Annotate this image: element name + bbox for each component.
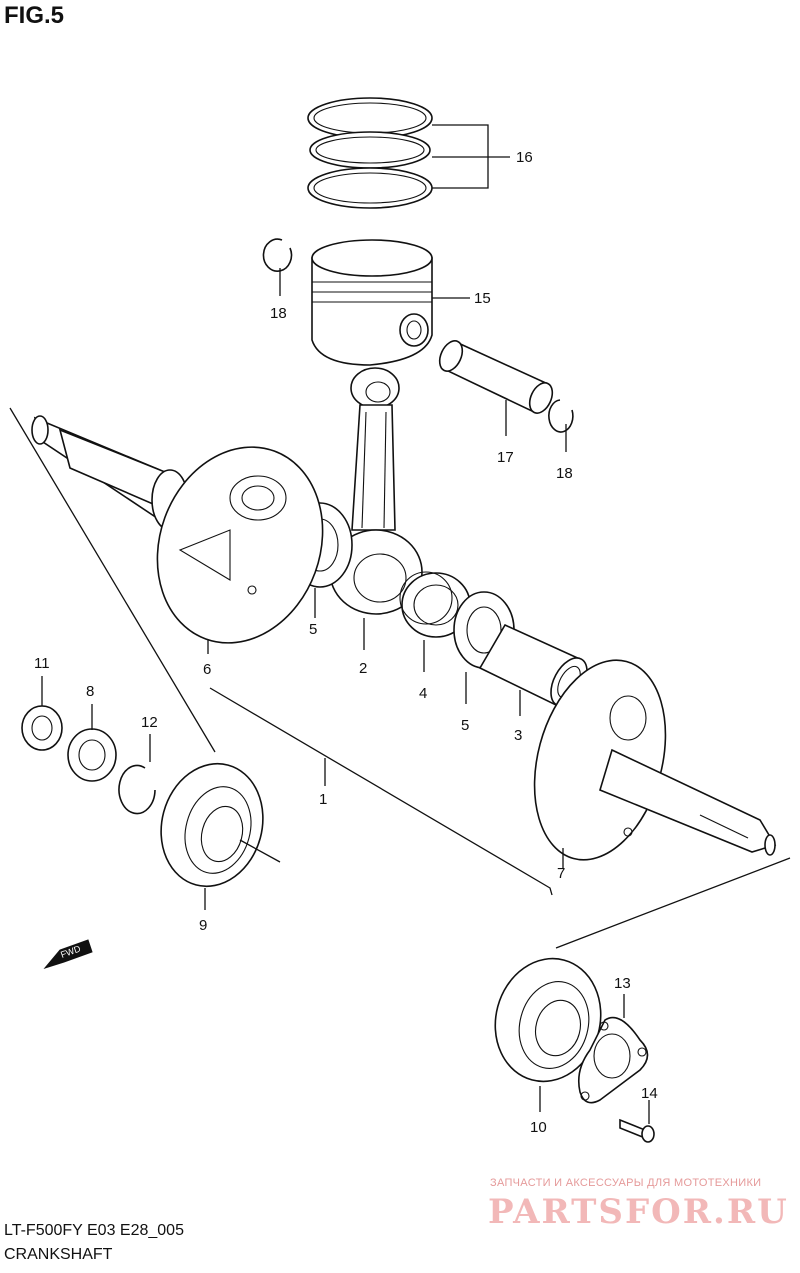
part-piston-pin[interactable] <box>435 337 557 416</box>
callout-7: 7 <box>557 865 565 882</box>
callout-17: 17 <box>497 449 514 466</box>
model-code: LT-F500FY E03 E28_005 <box>4 1222 184 1239</box>
part-crankshaft-right[interactable] <box>514 645 777 874</box>
callout-2: 2 <box>359 660 367 677</box>
callout-18-left: 18 <box>270 305 287 322</box>
callout-5-right: 5 <box>461 717 469 734</box>
part-screw[interactable] <box>619 1118 655 1143</box>
part-piston[interactable] <box>311 239 433 366</box>
part-circlip-12[interactable] <box>118 764 156 815</box>
callout-15: 15 <box>474 290 491 307</box>
part-crankshaft-left[interactable] <box>31 415 349 666</box>
callout-8: 8 <box>86 683 94 700</box>
fwd-direction-badge: FWD <box>43 939 93 969</box>
callout-9: 9 <box>199 917 207 934</box>
watermark-subtitle: ЗАПЧАСТИ И АКСЕССУАРЫ ДЛЯ МОТОТЕХНИКИ <box>490 1177 762 1189</box>
part-bearing-8[interactable] <box>67 728 117 782</box>
callout-11: 11 <box>34 655 50 672</box>
callout-1: 1 <box>319 791 327 808</box>
callout-6: 6 <box>203 661 211 678</box>
callout-3: 3 <box>514 727 522 744</box>
callout-5-left: 5 <box>309 621 317 638</box>
assembly-name: CRANKSHAFT <box>4 1246 113 1263</box>
watermark-logo: PARTSFOR.RU <box>488 1192 789 1232</box>
part-circlip-left[interactable] <box>262 238 293 272</box>
part-retainer-plate[interactable] <box>577 1016 649 1104</box>
part-bearing-9[interactable] <box>148 752 277 898</box>
callout-14: 14 <box>641 1085 658 1102</box>
part-oil-seal-11[interactable] <box>21 705 63 751</box>
callout-10: 10 <box>530 1119 547 1136</box>
part-circlip-right[interactable] <box>548 399 574 433</box>
callout-16: 16 <box>516 149 533 166</box>
callout-18-right: 18 <box>556 465 573 482</box>
figure-title: FIG.5 <box>4 2 65 29</box>
callout-12: 12 <box>141 714 158 731</box>
callout-13: 13 <box>614 975 631 992</box>
part-connecting-rod[interactable] <box>329 367 423 615</box>
part-piston-rings[interactable] <box>307 97 433 209</box>
callout-4: 4 <box>419 685 427 702</box>
